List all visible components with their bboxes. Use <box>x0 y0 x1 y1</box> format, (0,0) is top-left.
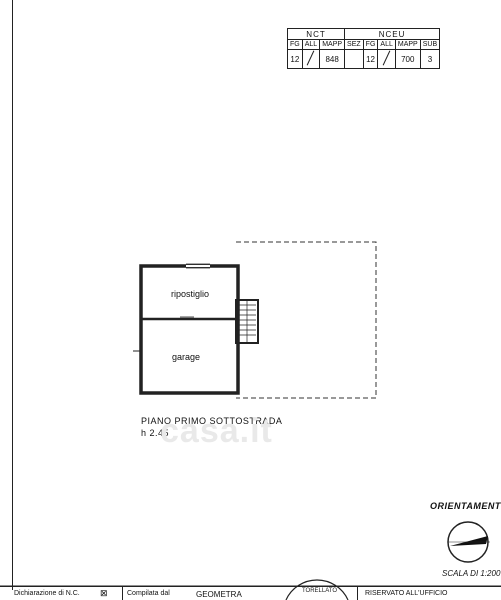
footer-separator-2 <box>357 587 358 600</box>
watermark: casa.it <box>160 412 273 450</box>
footer-separator <box>122 587 123 600</box>
building-outer-wall <box>139 264 240 395</box>
val-mapp: 848 <box>319 49 346 69</box>
compass-icon <box>447 521 490 563</box>
professional-stamp: TORELLATO <box>285 579 349 600</box>
stamp-text: TORELLATO <box>302 588 337 594</box>
compiler-name: GEOMETRA <box>196 590 242 599</box>
val-all <box>301 49 321 69</box>
orientation-label: ORIENTAMENTO <box>430 501 501 511</box>
declaration-checkbox-icon: ⊠ <box>100 588 108 598</box>
outdoor-area-outline <box>236 241 377 399</box>
sheet-left-border <box>12 0 13 590</box>
cadastral-table: NCT NCEU FG ALL MAPP SEZ FG ALL MAPP SUB… <box>286 28 441 69</box>
reserved-label: RISERVATO ALL'UFFICIO <box>365 590 448 597</box>
floor-name: PIANO PRIMO SOTTOSTRADA <box>141 416 283 426</box>
room-label-garage: garage <box>172 352 201 362</box>
footer-strip: Dichiarazione di N.C. ⊠ Compilata dal GE… <box>0 587 501 600</box>
scale-label: SCALA DI 1:200 <box>442 569 501 578</box>
val-all-2 <box>377 49 396 69</box>
compiled-by-label: Compilata dal <box>127 590 170 597</box>
val-sub: 3 <box>419 49 441 69</box>
declaration-label: Dichiarazione di N.C. <box>14 590 80 597</box>
room-label-ripostiglio: ripostiglio <box>171 289 210 299</box>
floor-height: h 2.45 <box>141 428 170 438</box>
